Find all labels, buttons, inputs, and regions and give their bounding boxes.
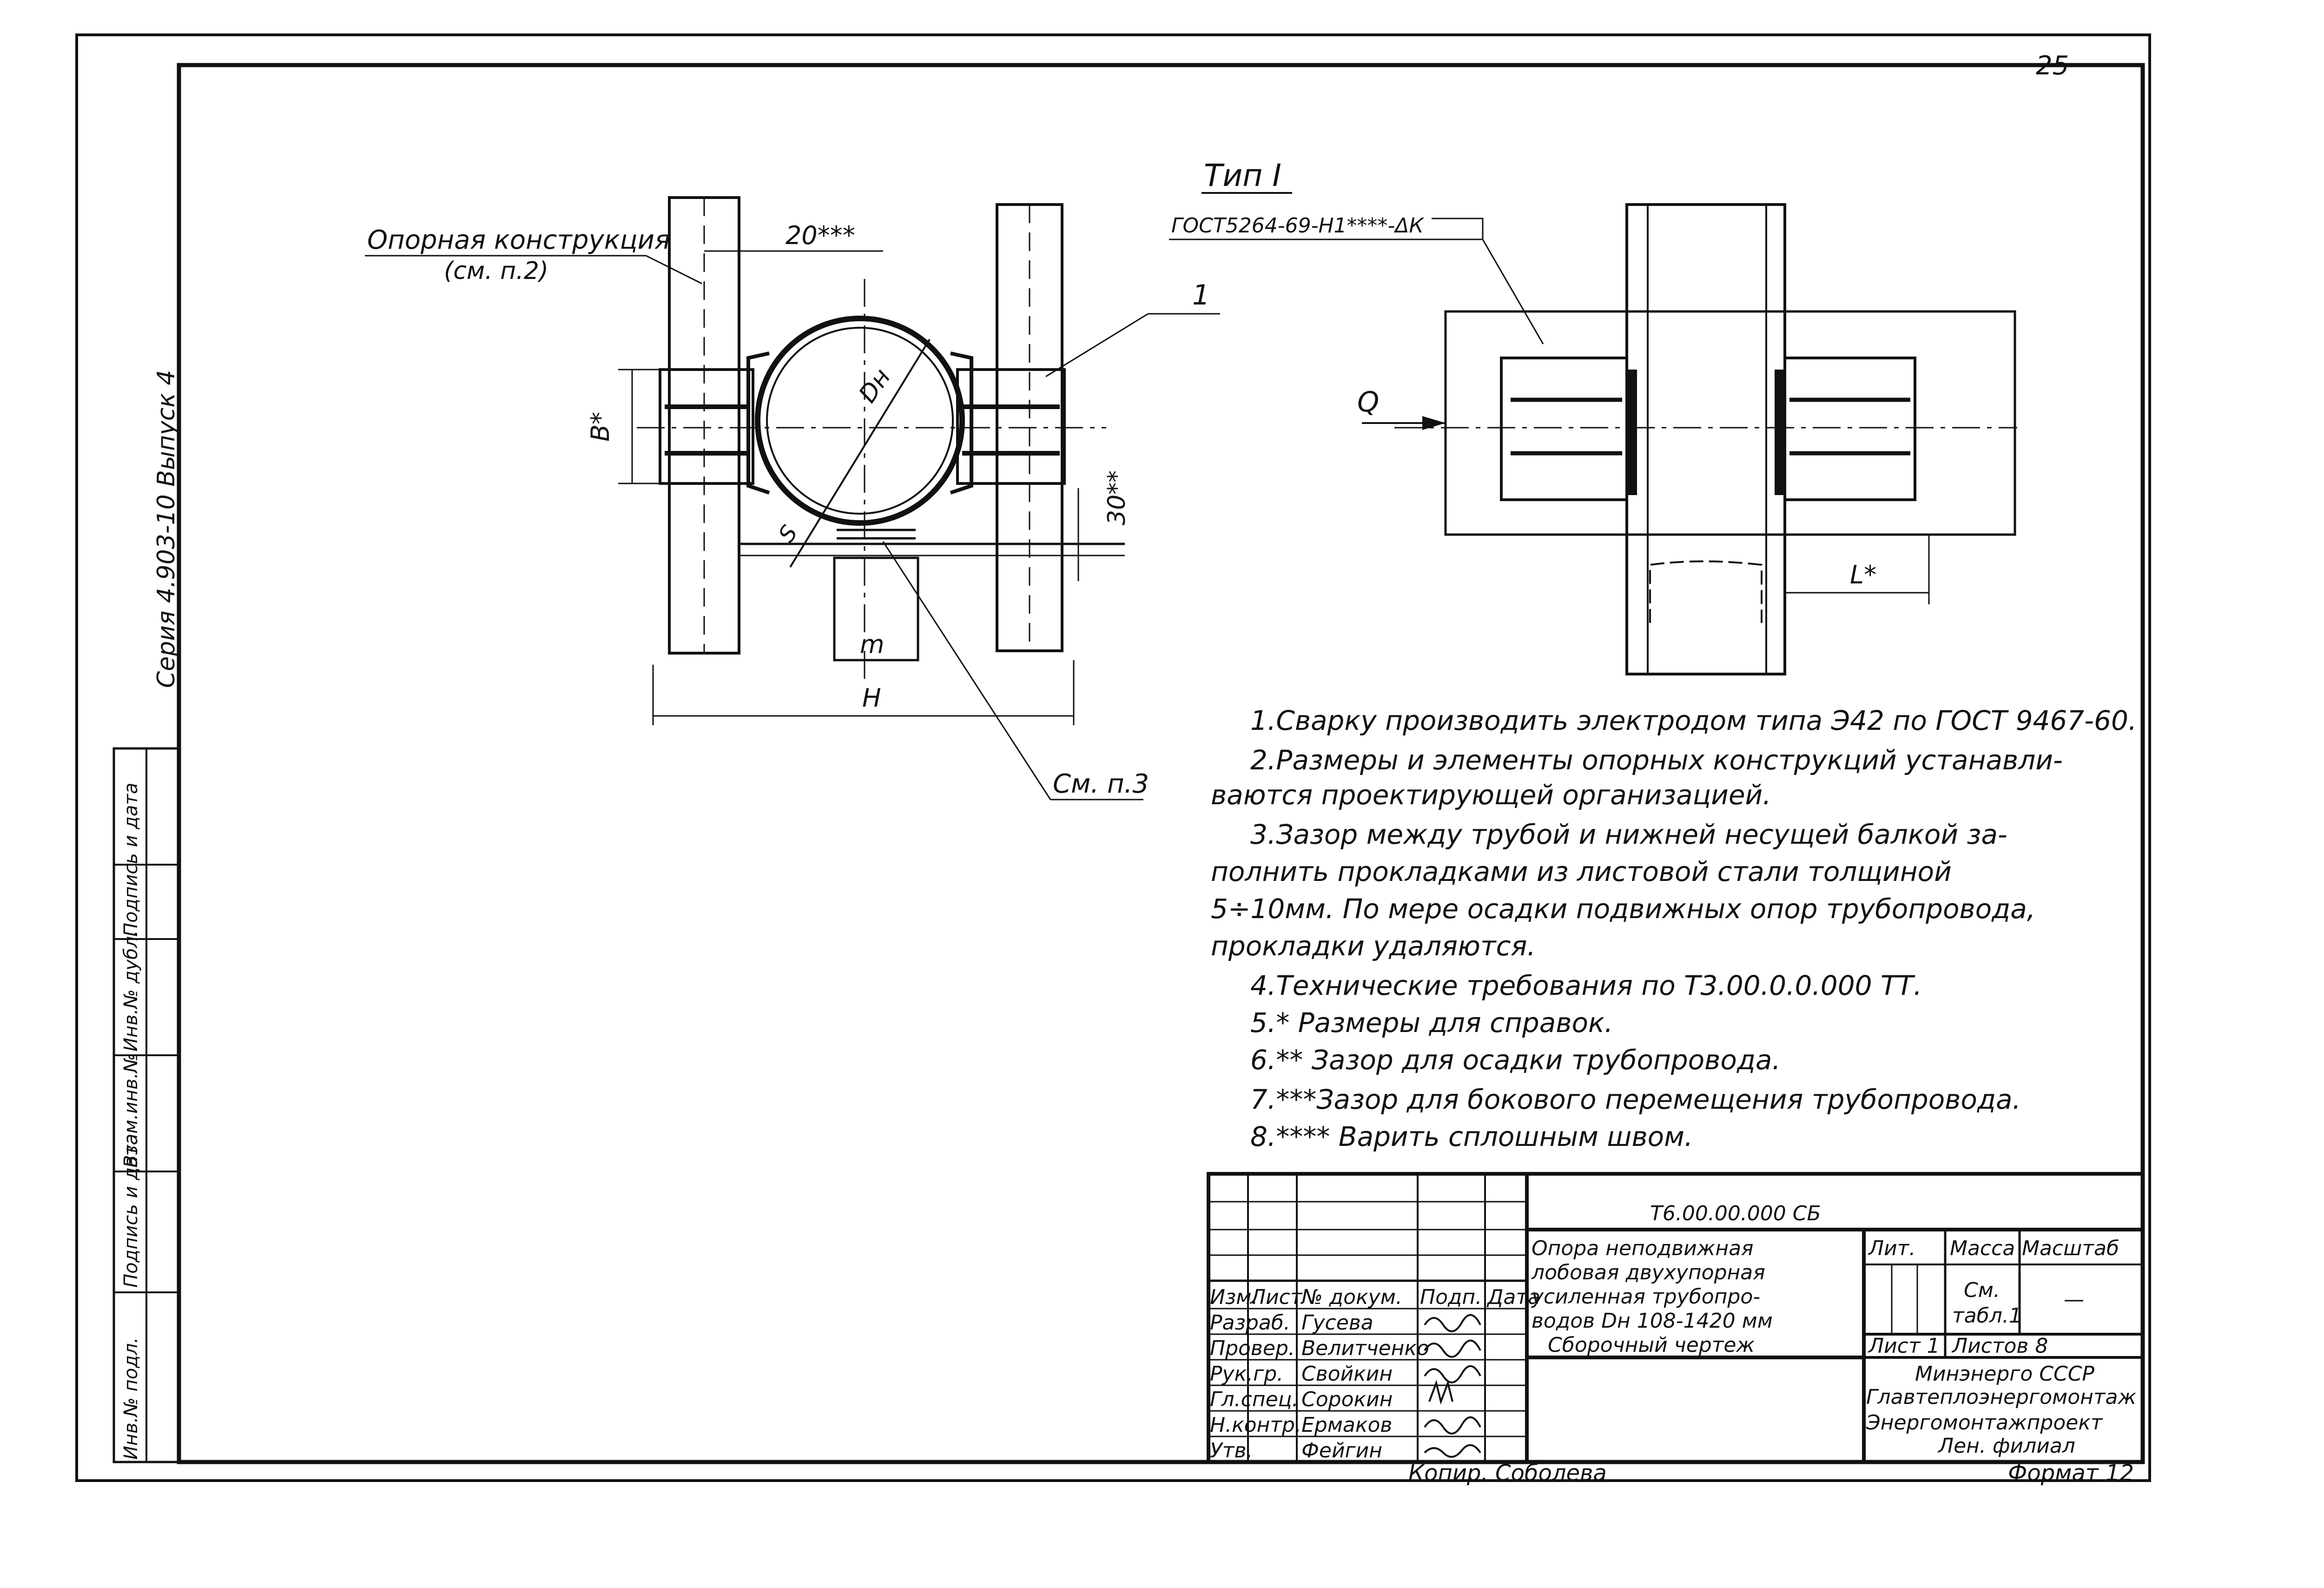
tb-name: Свойкин [1301,1362,1393,1386]
note-line: 5÷10мм. По мере осадки подвижных опор тр… [1211,893,2035,925]
tb-name: Гусева [1301,1311,1373,1335]
doc-name-line: Опора неподвижная [1532,1237,1754,1260]
side-stamp-cell: Взам.инв.№ [120,1053,142,1168]
callout-1: 1 [1192,279,1210,311]
notes-block: 1.Сварку производить электродом типа Э42… [1211,705,2137,1152]
tb-name: Велитченко [1301,1337,1429,1360]
type-i-view: Тип I ГОСТ5264-69-Н1****-ΔК Q L* [1169,158,2017,675]
signature-mark [1424,1416,1481,1435]
tb-header-doc: № докум. [1300,1285,1402,1309]
sheet-label: Лист 1 [1868,1334,1940,1358]
note-line: 6.** Зазор для осадки трубопровода. [1250,1044,1781,1076]
doc-name-line: Сборочный чертеж [1548,1333,1755,1357]
doc-name-line: водов Dн 108-1420 мм [1532,1309,1773,1333]
sheet-format: Формат 12 [2008,1460,2134,1486]
tb-name: Сорокин [1301,1388,1393,1411]
tb-role: Разраб. [1210,1311,1290,1335]
load-q: Q [1357,386,1379,418]
scale-value: — [2064,1288,2084,1311]
note-line: 2.Размеры и элементы опорных конструкций… [1250,744,2063,776]
doc-code: Т6.00.00.000 СБ [1650,1202,1821,1225]
side-stamp-cell: Подпись и дата [120,1134,142,1288]
sheets-label: Листов 8 [1951,1334,2048,1358]
dim-h: H [862,683,881,713]
signature-mark [1428,1380,1453,1405]
dim-dn: Dн [853,364,896,408]
note-line: 3.Зазор между трубой и нижней несущей ба… [1250,819,2007,850]
signature-mark [1424,1444,1481,1458]
note-line: 8.**** Варить сплошным швом. [1250,1121,1693,1152]
mass-value: табл.1 [1952,1304,2022,1328]
signature-mark [1424,1365,1481,1383]
doc-name-line: лобовая двухупорная [1531,1261,1765,1284]
side-stamp-cell: Инв.№ подл. [120,1337,142,1460]
lit-label: Лит. [1868,1237,1915,1260]
weld-spec: ГОСТ5264-69-Н1****-ΔК [1171,214,1425,238]
note-line: прокладки удаляются. [1211,930,1536,962]
tb-header-sign: Подп. [1420,1285,1482,1309]
outer-frame [75,33,2151,1482]
dim-b: B* [586,412,615,442]
tb-role: Рук.гр. [1210,1362,1283,1386]
side-stamp-cell: Инв.№ дубл. [120,930,142,1052]
note-line: 5.* Размеры для справок. [1250,1007,1613,1039]
tb-header-list: Лист [1249,1285,1303,1309]
mass-label: Масса [1950,1237,2015,1260]
page-number: 25 [2036,51,2069,81]
side-stamp: Инв.№ подл. Подпись и дата Взам.инв.№ Ин… [112,747,180,1463]
tb-role: Провер. [1210,1337,1295,1360]
tb-role: Н.контр. [1210,1413,1301,1437]
tb-role: Гл.спец. [1210,1388,1299,1411]
dim-m: m [860,630,885,659]
note-line: 1.Сварку производить электродом типа Э42… [1250,705,2137,736]
dim-30: 30** [1103,470,1131,525]
tb-name: Фейгин [1301,1439,1382,1462]
dim-l: L* [1850,560,1876,589]
view-title: Тип I [1204,158,1281,193]
note-line: ваются проектирующей организацией. [1211,779,1771,811]
cross-section-view: B* 20*** 30** m H Dн S Опорная конструкц… [365,196,1220,801]
doc-name-line: усиленная трубопро- [1531,1285,1760,1309]
scale-label: Масштаб [2022,1237,2119,1260]
signature-mark [1424,1339,1481,1358]
org-line: Лен. филиал [1937,1434,2075,1458]
org-line: Главтеплоэнергомонтаж [1866,1385,2136,1409]
tb-header-izm: Изм. [1210,1285,1258,1309]
tb-name: Ермаков [1301,1413,1392,1437]
side-stamp-cell: Подпись и дата [120,783,142,937]
org-line: Минэнерго СССР [1915,1362,2094,1386]
note-line: 4.Технические требования по Т3.00.0.0.00… [1250,970,1922,1001]
note-line: полнить прокладками из листовой стали то… [1211,856,1952,887]
tb-role: Утв. [1210,1439,1253,1462]
signature-mark [1424,1314,1481,1332]
dim-gap-top: 20*** [786,221,855,250]
org-line: Энергомонтажпроект [1866,1411,2103,1435]
mass-value: См. [1964,1278,2000,1302]
callout-note3: См. п.3 [1053,769,1149,799]
tb-header-date: Дата [1486,1285,1540,1309]
support-label: Опорная конструкция [367,225,670,255]
series-stamp: Серия 4.903-10 Выпуск 4 [152,370,180,688]
support-ref: (см. п.2) [444,257,548,285]
copied-by: Копир. Соболева [1408,1460,1607,1486]
title-block: Изм. Лист № докум. Подп. Дата Разраб. Гу… [1207,1172,2145,1464]
note-line: 7.***Зазор для бокового перемещения труб… [1250,1084,2021,1115]
